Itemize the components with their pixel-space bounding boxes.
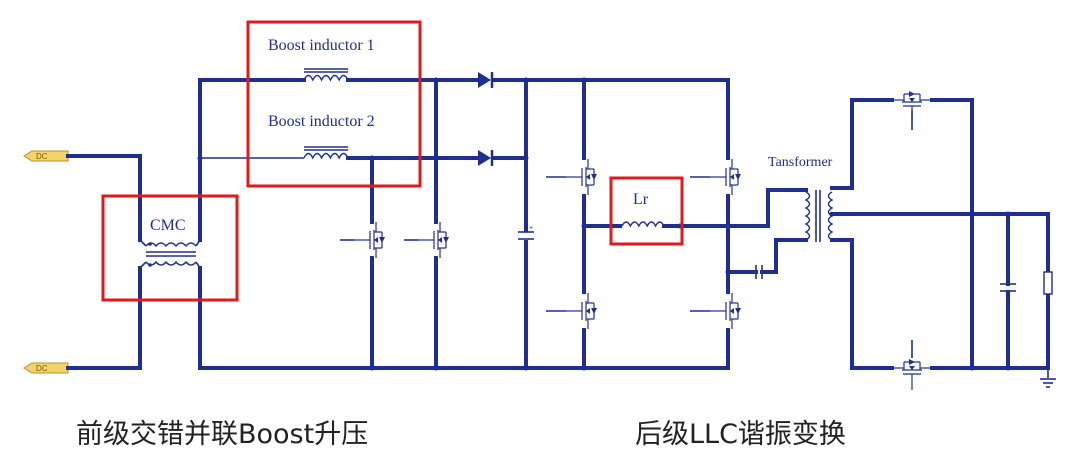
cmc-label: CMC <box>150 217 186 234</box>
llc-mosfet-q4 <box>709 292 742 330</box>
svg-text:+: + <box>529 225 533 232</box>
load-resistor <box>1043 271 1053 295</box>
lr-label: Lr <box>633 191 649 208</box>
resonant-tank-wiring <box>726 188 808 279</box>
dc-bus-wiring <box>492 77 730 371</box>
boost-diode-2 <box>476 148 494 168</box>
boost-inductor-highlight-box <box>246 20 422 188</box>
llc-mosfet-q1 <box>565 158 598 196</box>
output-capacitor <box>1000 283 1016 292</box>
bus-capacitor: + <box>518 225 534 240</box>
cmc-highlight-box <box>101 194 239 302</box>
common-mode-choke <box>139 239 201 269</box>
dc-input-bottom: DC <box>23 362 69 374</box>
boost-inductor-1-label: Boost inductor 1 <box>268 37 375 54</box>
dc-bottom-label: DC <box>36 364 48 373</box>
sr-mosfet-bottom <box>893 358 931 391</box>
dc-input-top: DC <box>23 150 69 162</box>
transformer <box>804 190 834 242</box>
boost-mosfet-2 <box>417 221 450 259</box>
boost-diode-1 <box>476 70 494 90</box>
dc-top-label: DC <box>36 152 48 161</box>
ground-symbol <box>1040 378 1056 388</box>
boost-inductor-2-label: Boost inductor 2 <box>268 113 375 130</box>
llc-mosfet-q3 <box>565 292 598 330</box>
caption-boost-stage: 前级交错并联Boost升压 <box>76 419 369 450</box>
transformer-label: Tansformer <box>768 155 833 170</box>
secondary-wiring <box>830 98 1050 378</box>
caption-llc-stage: 后级LLC谐振变换 <box>635 419 846 450</box>
llc-mosfet-q2 <box>709 158 742 196</box>
boost-mosfet-1 <box>353 221 386 259</box>
boost-stage-wiring <box>197 68 478 371</box>
resonant-inductor <box>621 221 665 228</box>
lr-highlight-box <box>609 176 684 246</box>
full-bridge-wiring <box>581 77 731 371</box>
